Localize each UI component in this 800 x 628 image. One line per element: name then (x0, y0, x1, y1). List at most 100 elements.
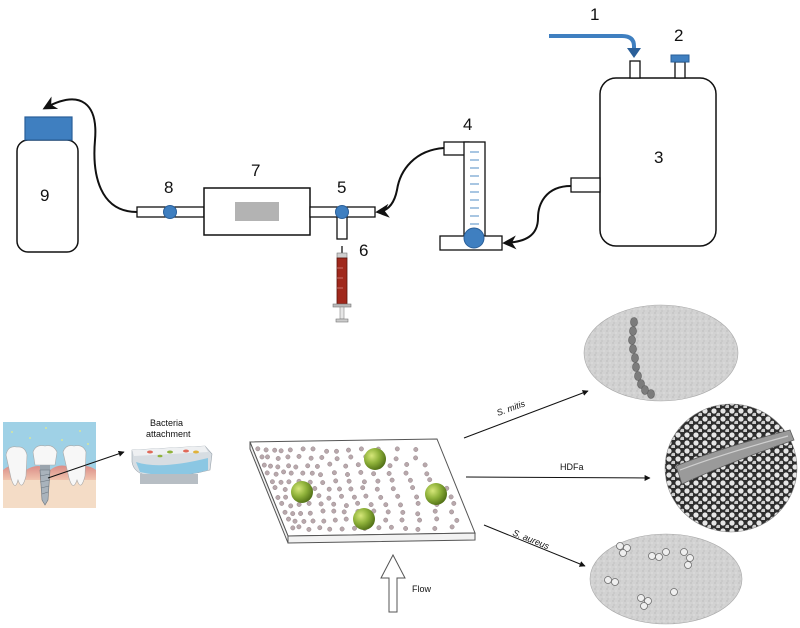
particle (300, 446, 306, 452)
particle (307, 510, 313, 516)
particle (454, 518, 460, 523)
particle (285, 454, 291, 460)
flowmeter-4: 4 (439, 115, 503, 251)
particle (286, 479, 292, 485)
particle (293, 464, 299, 470)
particle (333, 478, 339, 484)
particle (361, 479, 367, 485)
particle (287, 447, 293, 453)
particle (351, 494, 357, 500)
green-spheres (291, 448, 447, 530)
particle (432, 508, 438, 514)
particle (282, 509, 288, 515)
particle (286, 516, 291, 522)
particle (449, 524, 455, 530)
particle (385, 509, 391, 515)
particle (449, 509, 454, 515)
particle (434, 516, 440, 522)
particle (355, 500, 360, 506)
bottle-9: 9 (16, 116, 79, 253)
particle (286, 463, 291, 469)
connector-8: 8 (136, 178, 205, 219)
particle (346, 478, 352, 484)
particle (318, 472, 323, 478)
particle (343, 503, 349, 508)
particle (343, 463, 349, 469)
flow-plate (249, 438, 476, 544)
particle (327, 526, 333, 532)
particle (415, 500, 421, 506)
inlet-arrow-1 (549, 34, 641, 58)
particle (292, 518, 298, 524)
tube-flowmeter-to-chamber (375, 147, 445, 218)
particle (272, 485, 278, 490)
particle (300, 470, 306, 476)
particle (278, 479, 284, 485)
particle (399, 517, 405, 523)
connector-5: 5 6 (309, 178, 376, 260)
particle (363, 493, 369, 499)
particle (355, 462, 361, 468)
sem-s-mitis (583, 304, 739, 402)
particle (288, 470, 294, 476)
particle (275, 495, 281, 500)
particle (341, 509, 347, 515)
particle (383, 517, 389, 523)
particle (296, 524, 302, 530)
particle (424, 471, 430, 477)
particle (374, 486, 380, 492)
particle (269, 479, 275, 485)
particle (312, 486, 318, 491)
particle (415, 511, 421, 517)
particle (296, 502, 302, 507)
particle (345, 472, 350, 477)
particle (415, 527, 421, 532)
particle (310, 518, 316, 524)
particle (332, 517, 338, 523)
arrow-to-attachment (47, 450, 125, 479)
label-7: 7 (251, 161, 260, 180)
particle (317, 525, 323, 531)
particle (339, 493, 344, 499)
flow-label: Flow (412, 584, 432, 594)
particle (306, 500, 312, 506)
particle (273, 471, 279, 477)
particle (324, 448, 329, 454)
particle (298, 511, 303, 516)
particle (352, 525, 357, 531)
label-6: 6 (359, 241, 368, 260)
particle (290, 511, 296, 516)
particle (417, 517, 422, 523)
label-s-aureus: S. aureus (511, 528, 551, 552)
particle (334, 456, 340, 462)
particle (371, 508, 377, 514)
particle (398, 502, 403, 508)
particle (346, 447, 351, 453)
particle (331, 508, 337, 514)
particle (318, 501, 324, 507)
particle (360, 485, 366, 491)
flow-arrow: Flow (380, 553, 432, 613)
particle (376, 525, 382, 531)
particle (388, 524, 394, 530)
label-3: 3 (654, 148, 663, 167)
bacteria-label-line1: Bacteria (150, 418, 183, 428)
label-8: 8 (164, 178, 173, 197)
particle (264, 470, 270, 476)
particle (387, 463, 393, 469)
particle (451, 500, 457, 506)
particle (288, 503, 294, 509)
tank-3: 3 2 1 (570, 5, 717, 247)
particle (263, 447, 269, 453)
particle (337, 486, 342, 492)
arrow-s-aureus (483, 524, 586, 567)
label-2: 2 (674, 26, 683, 45)
dental-implant-illustration (3, 422, 96, 508)
particle (326, 495, 332, 501)
particle (301, 519, 307, 524)
particle (413, 447, 419, 452)
particle (403, 526, 408, 531)
particle (413, 455, 418, 461)
particle (403, 470, 409, 476)
particle (383, 502, 389, 508)
